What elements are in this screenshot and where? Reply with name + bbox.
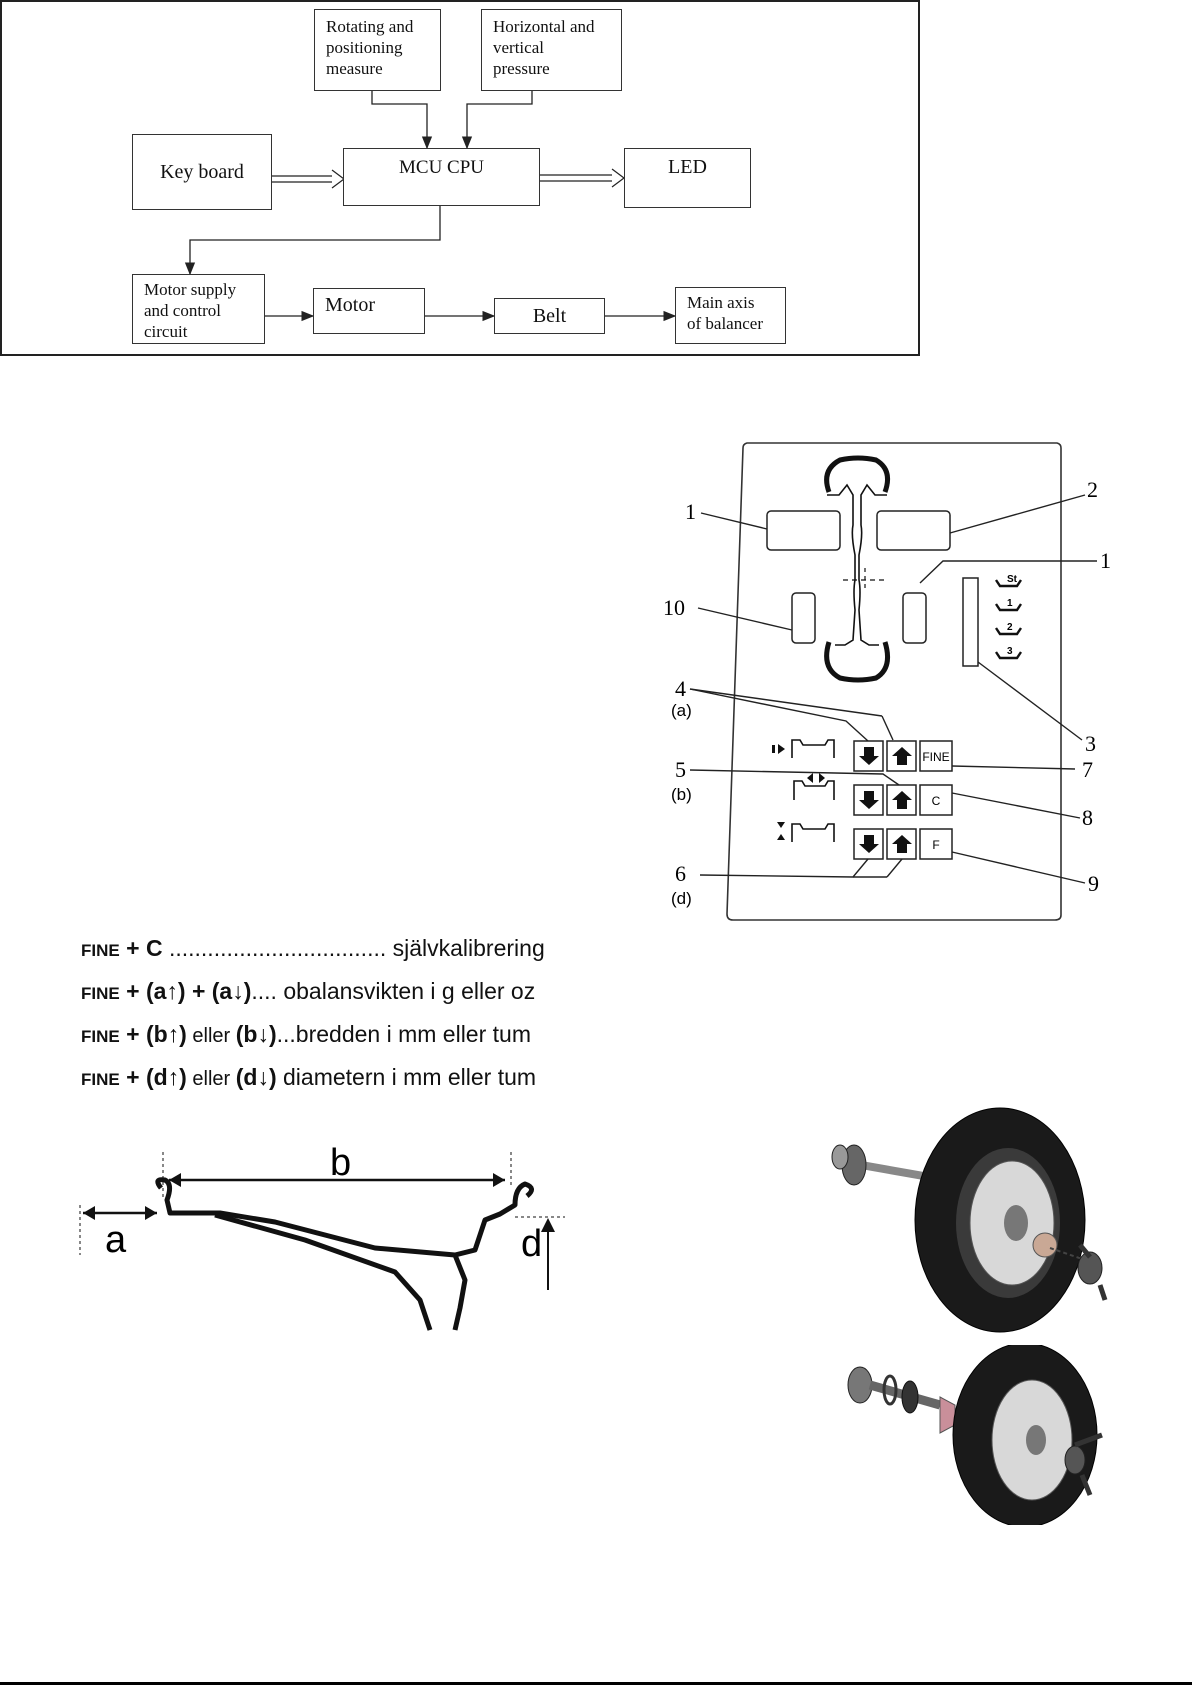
combo-width-unit: FINE + (b↑) eller (b↓)...bredden i mm el… xyxy=(81,1021,531,1047)
combo-fine: FINE xyxy=(81,1070,120,1089)
wheel-mounting-illustration-top xyxy=(831,1107,1108,1333)
combo-weight-unit: FINE + (a↑) + (a↓).... obalansvikten i g… xyxy=(81,978,536,1004)
block-diagram: Rotating and positioning measure Horizon… xyxy=(0,0,920,356)
arrow-pressure-to-mcu xyxy=(461,91,533,150)
rim-dimension-diagram: a b d xyxy=(79,1142,565,1331)
combo-diameter-unit: FINE + (d↑) eller (d↓) diametern i mm el… xyxy=(81,1064,537,1090)
combo-fine: FINE xyxy=(81,941,120,960)
box-keyboard: Key board xyxy=(132,134,272,210)
wing-nut-icon xyxy=(1077,1251,1103,1285)
label-a: (a) xyxy=(671,701,692,720)
callout-9: 9 xyxy=(1088,871,1099,896)
callout-10: 10 xyxy=(663,595,685,620)
arrow-mcu-to-motor-supply xyxy=(184,206,441,276)
panel-frame xyxy=(726,442,1062,921)
callout-5: 5 xyxy=(675,757,686,782)
box-mcu-cpu: MCU CPU xyxy=(343,148,540,206)
wheel-mounting-illustration-bottom xyxy=(847,1345,1103,1525)
box-rotating-measure: Rotating and positioning measure xyxy=(314,9,441,91)
rim-adjust-icons xyxy=(791,739,835,842)
arrow-rotating-to-mcu xyxy=(371,91,433,150)
mode-indicator-strip xyxy=(962,577,979,667)
indicator-left xyxy=(791,592,816,644)
wheel-section-icon xyxy=(824,455,890,683)
key-row-b xyxy=(853,784,953,816)
callout-1-right: 1 xyxy=(1100,548,1111,573)
mode-label-3: 3 xyxy=(1007,646,1013,657)
key-f-label: F xyxy=(932,838,939,852)
dim-b-label: b xyxy=(330,1142,351,1184)
key-fine-label: FINE xyxy=(922,750,949,764)
combo-calibration: FINE + C ...............................… xyxy=(81,935,545,961)
box-pressure: Horizontal and vertical pressure xyxy=(481,9,622,91)
combo-fine: FINE xyxy=(81,1027,120,1046)
page-bottom-rule xyxy=(0,1682,1192,1685)
callout-6: 6 xyxy=(675,861,686,886)
box-motor: Motor xyxy=(313,288,425,334)
key-fine[interactable] xyxy=(919,740,953,772)
callout-4: 4 xyxy=(675,676,686,701)
mode-label-1: 1 xyxy=(1007,598,1013,609)
balance-mode-icons xyxy=(995,579,1022,660)
key-f[interactable] xyxy=(919,828,953,860)
callout-8: 8 xyxy=(1082,805,1093,830)
indicator-right xyxy=(902,592,927,644)
mode-label-st: St xyxy=(1007,574,1018,585)
key-c[interactable] xyxy=(919,784,953,816)
callout-2: 2 xyxy=(1087,477,1098,502)
label-d: (d) xyxy=(671,889,692,908)
diagram-connectors xyxy=(184,91,677,322)
mode-label-2: 2 xyxy=(1007,622,1013,633)
leader-lines xyxy=(689,494,1097,884)
box-main-axis: Main axis of balancer xyxy=(675,287,786,344)
label-b: (b) xyxy=(671,785,692,804)
control-panel-diagram: St 1 2 3 FINE C F xyxy=(663,442,1111,921)
callout-1-left: 1 xyxy=(685,499,696,524)
key-row-d xyxy=(853,828,953,860)
wing-nut-icon xyxy=(1064,1445,1086,1475)
key-row-a xyxy=(853,740,953,772)
display-left xyxy=(766,510,841,551)
combo-fine: FINE xyxy=(81,984,120,1003)
box-motor-supply: Motor supply and control circuit xyxy=(132,274,265,344)
callout-7: 7 xyxy=(1082,757,1093,782)
box-belt: Belt xyxy=(494,298,605,334)
dim-a-label: a xyxy=(105,1219,127,1261)
callout-3: 3 xyxy=(1085,731,1096,756)
display-right xyxy=(876,510,951,551)
box-led: LED xyxy=(624,148,751,208)
key-c-label: C xyxy=(932,794,941,808)
dim-d-label: d xyxy=(521,1223,542,1265)
